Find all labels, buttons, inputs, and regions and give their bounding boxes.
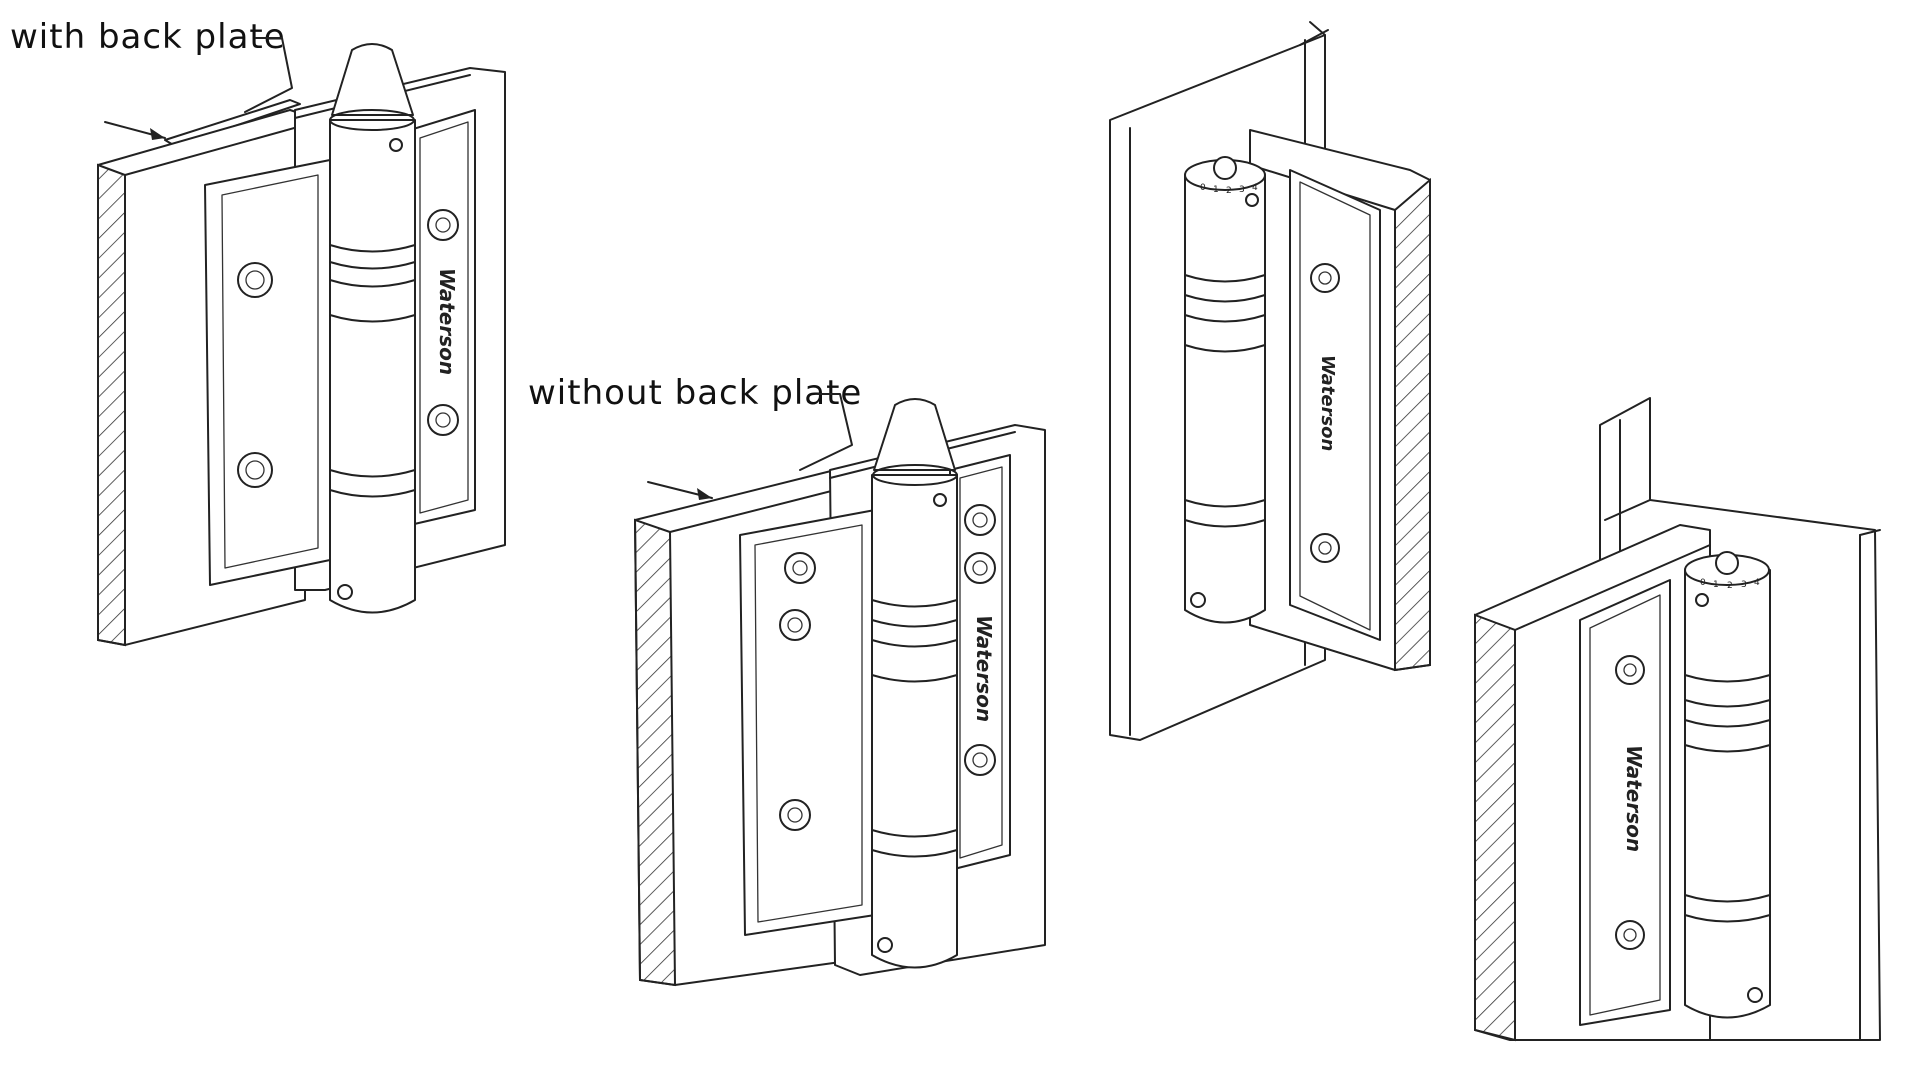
hinge-leaf-left bbox=[204, 159, 331, 586]
hinge-barrel bbox=[329, 43, 416, 614]
screw-icon bbox=[1615, 920, 1645, 950]
screw-icon bbox=[964, 504, 996, 536]
barrel-cone-cap bbox=[331, 43, 414, 116]
figure-square-post: Waterson 0 1 2 3 4 bbox=[1109, 21, 1431, 741]
hex-socket-icon bbox=[1213, 156, 1237, 180]
hinge-barrel: 0 1 2 3 4 bbox=[1184, 156, 1266, 624]
screw-icon bbox=[1310, 263, 1340, 293]
callout-without-back-plate: without back plate bbox=[528, 373, 862, 500]
waterson-logo: Waterson bbox=[1622, 745, 1646, 852]
arrow-head-icon bbox=[150, 128, 165, 140]
waterson-logo: Waterson bbox=[435, 268, 459, 375]
hinge-leaf-right: Waterson bbox=[409, 109, 476, 526]
waterson-logo: Waterson bbox=[972, 615, 996, 722]
figure-angle-post: Waterson 0 1 2 3 4 bbox=[1474, 397, 1881, 1042]
hinge-leaf-left: Waterson bbox=[1579, 579, 1671, 1026]
screw-icon bbox=[237, 452, 273, 488]
hinge-barrel: 0 1 2 3 4 bbox=[1684, 551, 1771, 1019]
dial-number: 2 bbox=[1226, 186, 1232, 196]
figure-with-back-plate: Waterson with back plate bbox=[10, 17, 506, 647]
arrow-head-icon bbox=[697, 488, 712, 500]
hinge-barrel bbox=[871, 398, 958, 969]
screw-icon bbox=[779, 609, 811, 641]
screw-icon bbox=[1310, 533, 1340, 563]
set-screw-icon bbox=[337, 584, 353, 600]
screw-icon bbox=[964, 552, 996, 584]
dial-number: 3 bbox=[1239, 185, 1245, 195]
set-screw-icon bbox=[877, 937, 893, 953]
waterson-logo: Waterson bbox=[1317, 355, 1338, 451]
dial-number: 2 bbox=[1727, 581, 1733, 591]
hex-socket-icon bbox=[1715, 551, 1739, 575]
set-screw-icon bbox=[1747, 987, 1763, 1003]
set-screw-icon bbox=[1695, 593, 1709, 607]
screw-icon bbox=[237, 262, 273, 298]
hinge-leaf-right: Waterson bbox=[949, 454, 1011, 871]
screw-icon bbox=[779, 799, 811, 831]
hinge-leaf-right: Waterson bbox=[1289, 169, 1381, 641]
dial-number: 4 bbox=[1252, 183, 1258, 193]
dial-number: 4 bbox=[1754, 578, 1760, 588]
dial-number: 0 bbox=[1200, 183, 1206, 193]
callout-label: without back plate bbox=[528, 373, 862, 413]
dial-number: 3 bbox=[1741, 580, 1747, 590]
set-screw-icon bbox=[1190, 592, 1206, 608]
set-screw-icon bbox=[933, 493, 947, 507]
set-screw-icon bbox=[389, 138, 403, 152]
figure-without-back-plate: Waterson without back plate bbox=[528, 373, 1046, 987]
hinge-leaf-left bbox=[739, 509, 876, 936]
callout-with-back-plate: with back plate bbox=[10, 17, 293, 140]
screw-icon bbox=[784, 552, 816, 584]
dial-number: 1 bbox=[1713, 580, 1719, 590]
callout-label: with back plate bbox=[10, 17, 286, 57]
set-screw-icon bbox=[1245, 193, 1259, 207]
barrel-cone-cap bbox=[873, 398, 956, 471]
screw-icon bbox=[427, 209, 459, 241]
screw-icon bbox=[964, 744, 996, 776]
dial-number: 0 bbox=[1700, 578, 1706, 588]
screw-icon bbox=[427, 404, 459, 436]
dial-number: 1 bbox=[1213, 185, 1219, 195]
screw-icon bbox=[1615, 655, 1645, 685]
